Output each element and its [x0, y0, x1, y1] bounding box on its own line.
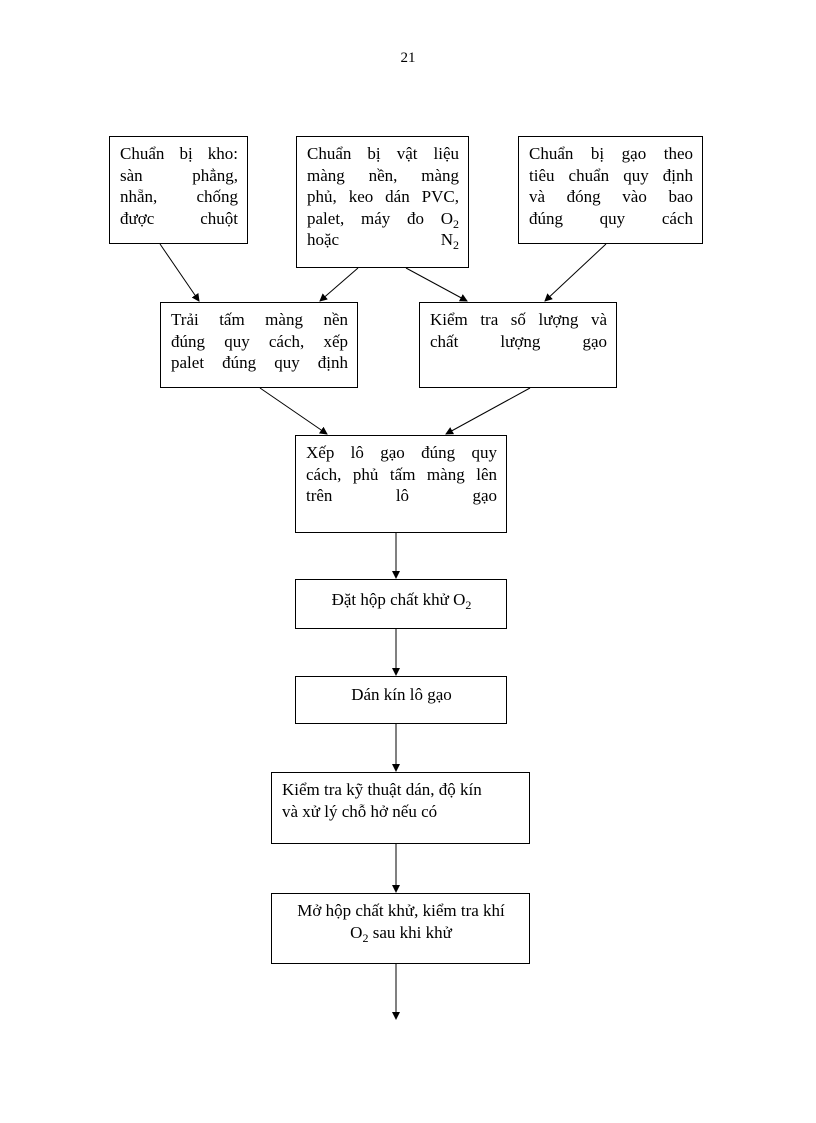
box-line: tiêu chuẩn quy định: [529, 165, 693, 185]
box-stack-rice: Xếp lô gạo đúng quy cách, phủ tấm màng l…: [295, 435, 507, 533]
box-line: Xếp lô gạo đúng quy: [306, 443, 497, 462]
box-line-text: O: [350, 922, 363, 942]
box-line: O2 sau khi khử: [282, 922, 520, 944]
page-number: 21: [400, 50, 416, 66]
subscript: 2: [453, 216, 459, 231]
box-prep-materials: Chuẩn bị vật liệu màng nền, màng phủ, ke…: [296, 136, 469, 268]
box-spread-film: Trải tấm màng nền đúng quy cách, xếp pal…: [160, 302, 358, 388]
box-line: Kiểm tra số lượng và: [430, 310, 607, 329]
subscript: 2: [362, 930, 369, 945]
box-text: Dán kín lô gạo: [351, 685, 452, 704]
box-line: được chuột: [120, 208, 238, 228]
box-open-reducer: Mở hộp chất khử, kiểm tra khí O2 sau khi…: [271, 893, 530, 964]
subscript: 2: [465, 598, 472, 612]
box-line: và xử lý chỗ hở nếu có: [282, 801, 438, 821]
arrow-materials-to-check: [405, 267, 468, 302]
box-line: palet, máy đo O2: [307, 208, 459, 230]
arrow-materials-to-spread: [319, 267, 359, 302]
box-check-seal: Kiểm tra kỹ thuật dán, độ kín và xử lý c…: [271, 772, 530, 844]
box-text: Đặt hộp chất khử O: [331, 590, 466, 609]
box-line: trên lô gạo: [306, 486, 497, 505]
arrow-warehouse-to-spread: [159, 243, 200, 302]
box-line: chất lượng gạo: [430, 331, 607, 351]
box-check-rice: Kiểm tra số lượng và chất lượng gạo: [419, 302, 617, 388]
box-line: màng nền, màng: [307, 165, 459, 185]
box-line: Chuẩn bị vật liệu: [307, 144, 459, 163]
box-line: Mở hộp chất khử, kiểm tra khí: [297, 901, 505, 920]
box-place-reducer: Đặt hộp chất khử O2: [295, 579, 507, 629]
box-prep-rice: Chuẩn bị gạo theo tiêu chuẩn quy định và…: [518, 136, 703, 244]
box-line-text: palet, máy đo O: [307, 208, 453, 228]
box-line-text: sau khi khử: [368, 922, 452, 942]
subscript: 2: [453, 238, 459, 252]
arrow-check-to-stack: [445, 387, 531, 435]
box-line: palet đúng quy định: [171, 353, 348, 372]
box-line: Kiểm tra kỹ thuật dán, độ kín: [282, 780, 482, 799]
box-line: và đóng vào bao: [529, 187, 693, 206]
box-seal-lot: Dán kín lô gạo: [295, 676, 507, 724]
box-line: nhẵn, chống: [120, 187, 238, 206]
box-line: đúng quy cách: [529, 208, 693, 228]
box-line: phủ, keo dán PVC,: [307, 187, 459, 206]
box-line: cách, phủ tấm màng lên: [306, 464, 497, 484]
box-line: Chuẩn bị kho:: [120, 144, 238, 163]
box-prep-warehouse: Chuẩn bị kho: sàn phẳng, nhẵn, chống đượ…: [109, 136, 248, 244]
box-line: hoặc N2: [307, 229, 459, 251]
box-line: Chuẩn bị gạo theo: [529, 144, 693, 163]
box-line: Trải tấm màng nền: [171, 310, 348, 329]
box-line-text: hoặc N: [307, 230, 453, 249]
arrow-rice-to-check: [544, 243, 607, 302]
arrow-spread-to-stack: [259, 387, 328, 435]
box-line: đúng quy cách, xếp: [171, 331, 348, 351]
box-line: sàn phẳng,: [120, 165, 238, 185]
